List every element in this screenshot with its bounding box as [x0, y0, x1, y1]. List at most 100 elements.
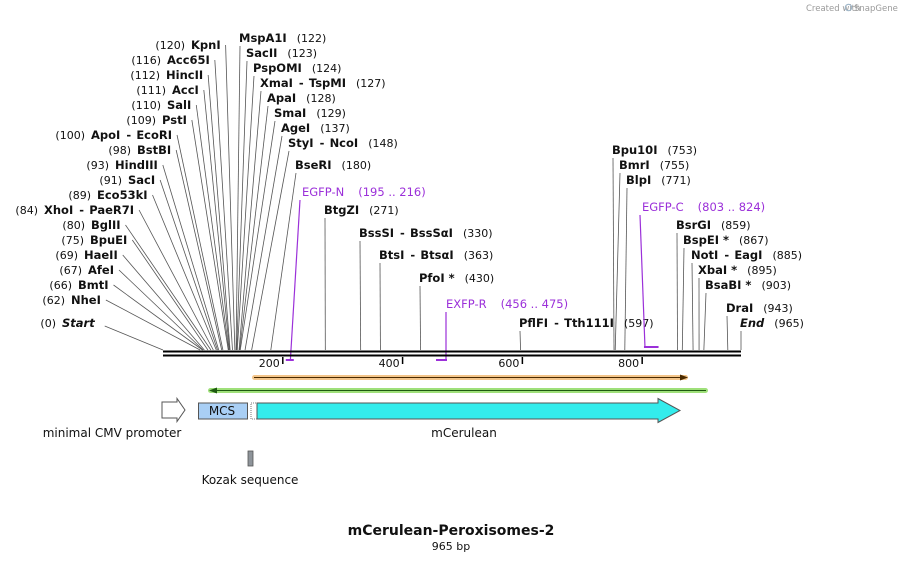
site-leader-line — [239, 105, 269, 351]
site-sali: SalI(110) — [131, 98, 191, 112]
site-name2: EagI — [734, 248, 762, 262]
site-name: PflFI — [519, 316, 548, 330]
orf-green — [208, 387, 708, 394]
site-name: HaeII — [84, 248, 118, 262]
site-position: (127) — [356, 77, 386, 90]
site-leader-line — [726, 315, 729, 351]
feature-label-mcerulean: mCerulean — [431, 426, 497, 440]
site-position: (903) — [761, 279, 791, 292]
site-position: (69) — [55, 249, 78, 262]
site-position: (180) — [342, 159, 372, 172]
site-name: SacI — [128, 173, 155, 187]
primer-range: (195 .. 216) — [358, 185, 426, 199]
primer-bar — [285, 359, 294, 361]
site-leader-line — [225, 44, 236, 351]
site-leader-line — [162, 164, 220, 351]
site-position: (597) — [624, 317, 654, 330]
site-position: (111) — [136, 84, 166, 97]
site-leader-line — [270, 172, 297, 351]
site-dash: - — [320, 136, 325, 150]
site-position: (84) — [15, 204, 38, 217]
site-bsssi-bsss-i: BssSI-BssSαI(330) — [359, 226, 493, 240]
site-smai: SmaI(129) — [274, 106, 346, 120]
site-psti: PstI(109) — [126, 113, 186, 127]
site-name: AfeI — [88, 263, 114, 277]
site-bmri: BmrI (755) — [619, 158, 689, 172]
feature-label-mcs: MCS — [209, 404, 235, 418]
site-agei: AgeI(137) — [281, 121, 350, 135]
site-position: (124) — [312, 62, 342, 75]
site-name: KpnI — [191, 38, 221, 52]
site-bseri: BseRI(180) — [295, 158, 371, 172]
site-name2: BssSαI — [410, 226, 453, 240]
site-dash: - — [724, 248, 729, 262]
site-name: Start — [62, 316, 95, 330]
site-leader-line — [236, 60, 248, 351]
primer-layer: EGFP-N(195 .. 216)EXFP-R(456 .. 475)EGFP… — [285, 185, 766, 361]
site-position: (116) — [131, 54, 161, 67]
site-name: BssSI — [359, 226, 394, 240]
site-position: (867) — [739, 234, 769, 247]
site-name: BstBI — [137, 143, 171, 157]
site-pflfi-tth111i: PflFI-Tth111I(597) — [519, 316, 654, 330]
site-name: BlpI — [626, 173, 651, 187]
site-blpi: BlpI (771) — [626, 173, 691, 187]
site-name: AccI — [172, 83, 199, 97]
primer-range: (456 .. 475) — [501, 297, 569, 311]
site-leader-line — [236, 75, 255, 351]
site-name: SalI — [167, 98, 191, 112]
site-name: XmaI — [260, 76, 293, 90]
site-leader-line — [105, 299, 201, 351]
site-styi-ncoi: StyI-NcoI(148) — [288, 136, 398, 150]
site-end: End(965) — [740, 316, 804, 330]
site-name: BsaBI * — [705, 278, 751, 292]
primer-range: (803 .. 824) — [698, 200, 766, 214]
site-leader-line — [624, 187, 628, 351]
site-position: (122) — [297, 32, 327, 45]
site-position: (120) — [155, 39, 185, 52]
site-name2: PaeR7I — [89, 203, 134, 217]
site-bpu10i: Bpu10I(753) — [612, 143, 697, 157]
watermark-prefix: Created with — [806, 4, 860, 14]
site-position: (148) — [368, 137, 398, 150]
site-leader-line — [614, 172, 621, 351]
site-position: (91) — [99, 174, 122, 187]
watermark-brand: SnapGene — [854, 4, 898, 14]
site-bsabi: BsaBI * (903) — [705, 278, 791, 292]
site-position: (755) — [660, 159, 690, 172]
site-name: BtsI — [379, 248, 404, 262]
site-leader-line — [203, 89, 230, 351]
site-position: (123) — [287, 47, 317, 60]
snapgene-logo-icon — [844, 3, 853, 12]
site-position: (112) — [130, 69, 160, 82]
site-leader-line — [359, 240, 362, 351]
site-dash: - — [554, 316, 559, 330]
site-name: SacII — [246, 46, 277, 60]
primer-exfp-r: EXFP-R(456 .. 475) — [436, 297, 568, 361]
site-position: (0) — [40, 317, 56, 330]
site-name: Acc65I — [167, 53, 210, 67]
site-name: BmrI — [619, 158, 650, 172]
site-leader-line — [118, 269, 204, 351]
site-position: (771) — [661, 174, 691, 187]
site-xbai: XbaI *(895) — [698, 263, 777, 277]
site-position: (859) — [721, 219, 751, 232]
site-name: NheI — [71, 293, 101, 307]
site-leader-line — [235, 45, 241, 351]
site-name: StyI — [288, 136, 314, 150]
site-leader-line — [195, 104, 230, 351]
site-position: (128) — [306, 92, 336, 105]
site-eco53ki: Eco53kI(89) — [68, 188, 147, 202]
site-leader-line — [152, 194, 217, 351]
snapgene-watermark: Created with SnapGene — [806, 3, 898, 14]
site-sacii: SacII (123) — [246, 46, 317, 60]
feature-mcs: MCS — [198, 402, 248, 420]
site-position: (330) — [463, 227, 493, 240]
feature-label-kozak: Kozak sequence — [202, 473, 299, 487]
site-bpuei: BpuEI(75) — [61, 233, 127, 247]
site-name2: TspMI — [309, 76, 346, 90]
primer-name: EGFP-N — [302, 185, 344, 199]
site-name: HindIII — [115, 158, 158, 172]
